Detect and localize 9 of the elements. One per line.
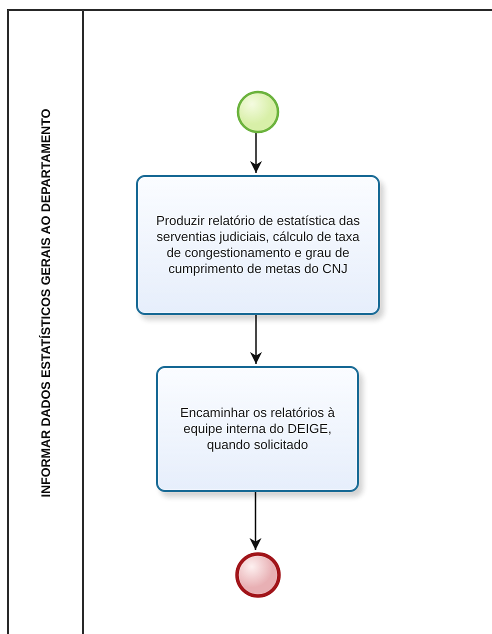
pool-lane (7, 9, 492, 634)
lane-label: INFORMAR DADOS ESTATÍSTICOS GERAIS AO DEPARTAMENTO (39, 108, 53, 498)
arrow (250, 132, 262, 173)
task-box (136, 175, 380, 315)
task-text: Produzir relatório de estatística das serventias judiciais, cálculo de taxa de congestionamento e grau de cumprimento de metas do CNJ (155, 213, 361, 277)
task-box (156, 366, 359, 492)
arrow (250, 313, 262, 364)
task-text: Encaminhar os relatórios à equipe interna do DEIGE, quando solicitado (179, 405, 336, 453)
arrow (250, 490, 262, 550)
